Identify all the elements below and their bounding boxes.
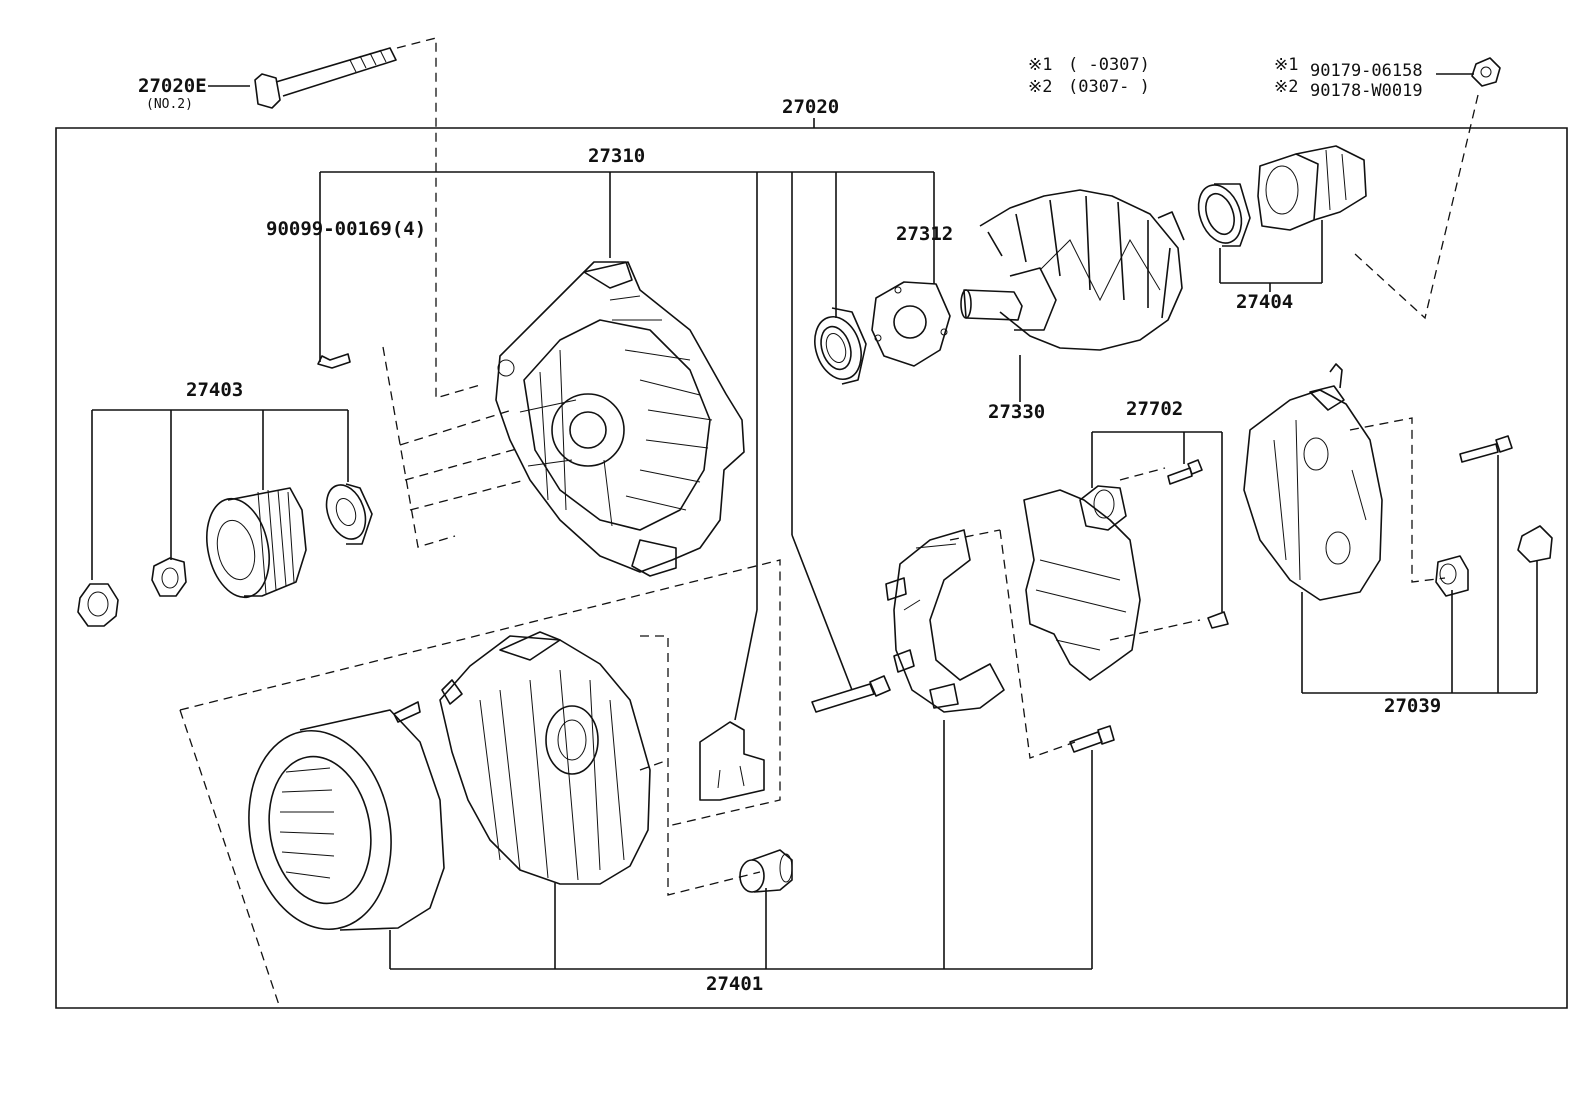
through-bolt <box>254 47 397 109</box>
label-through-bolt-note: (NO.2) <box>146 97 193 112</box>
pulley-washer <box>151 557 187 597</box>
brush-holder <box>885 529 1005 713</box>
label-rear-bearing: 27404 <box>1236 291 1293 313</box>
nut-part-1: 90179-06158 <box>1310 61 1423 81</box>
retainer-plate <box>871 281 951 367</box>
nut-part-2: 90178-W0019 <box>1310 81 1423 101</box>
rectifier-end-cover <box>1243 363 1383 601</box>
label-frame-screw: 90099-00169(4) <box>266 218 426 240</box>
regulator-screw <box>1167 459 1203 485</box>
cover-bushing <box>1435 555 1469 597</box>
long-bolt <box>811 675 891 713</box>
pulley <box>206 487 307 599</box>
label-assembly: 27020 <box>782 96 839 118</box>
nut-mark-1: ※1 <box>1274 55 1298 75</box>
note-text-1: ( -0307) <box>1068 55 1150 75</box>
part-labels: 27020E (NO.2) 27020 27310 90099-00169(4)… <box>138 75 1441 995</box>
terminal-plate <box>699 721 765 801</box>
cover-bolt <box>1459 435 1513 463</box>
drive-end-frame <box>495 261 745 577</box>
voltage-regulator <box>1023 485 1141 681</box>
dashed-assembly-lines <box>179 37 1479 1009</box>
rear-bearing <box>1197 183 1251 247</box>
stator <box>248 701 445 931</box>
note-mark-2: ※2 <box>1028 77 1052 97</box>
note-text-2: (0307- ) <box>1068 77 1150 97</box>
brush-holder-bolt <box>1069 725 1115 753</box>
front-bearing <box>814 307 867 385</box>
applicability-notes: ※1 ( -0307) ※2 (0307- ) ※1 90179-06158 ※… <box>1028 55 1423 101</box>
regulator-screw-lower <box>1207 611 1229 629</box>
note-mark-1: ※1 <box>1028 55 1052 75</box>
assembly-frame <box>55 118 1568 1009</box>
pulley-spacer <box>325 483 373 545</box>
bearing-cover <box>1257 145 1367 231</box>
label-pulley-set: 27403 <box>186 379 243 401</box>
cap-nut <box>1471 57 1501 87</box>
rectifier-end-frame <box>439 631 651 885</box>
rotor <box>960 189 1185 351</box>
insulator <box>739 849 793 893</box>
label-rotor: 27330 <box>988 401 1045 423</box>
frame-screw <box>317 353 351 369</box>
leader-lines <box>91 73 1538 970</box>
label-through-bolt: 27020E <box>138 75 207 97</box>
label-drive-end-frame: 27310 <box>588 145 645 167</box>
nut-mark-2: ※2 <box>1274 77 1298 97</box>
label-regulator: 27702 <box>1126 398 1183 420</box>
label-retainer-plate: 27312 <box>896 223 953 245</box>
label-rectifier-end-frame: 27401 <box>706 973 763 995</box>
pulley-nut <box>77 583 119 627</box>
label-rectifier-end-cover: 27039 <box>1384 695 1441 717</box>
cover-cap <box>1517 525 1553 563</box>
